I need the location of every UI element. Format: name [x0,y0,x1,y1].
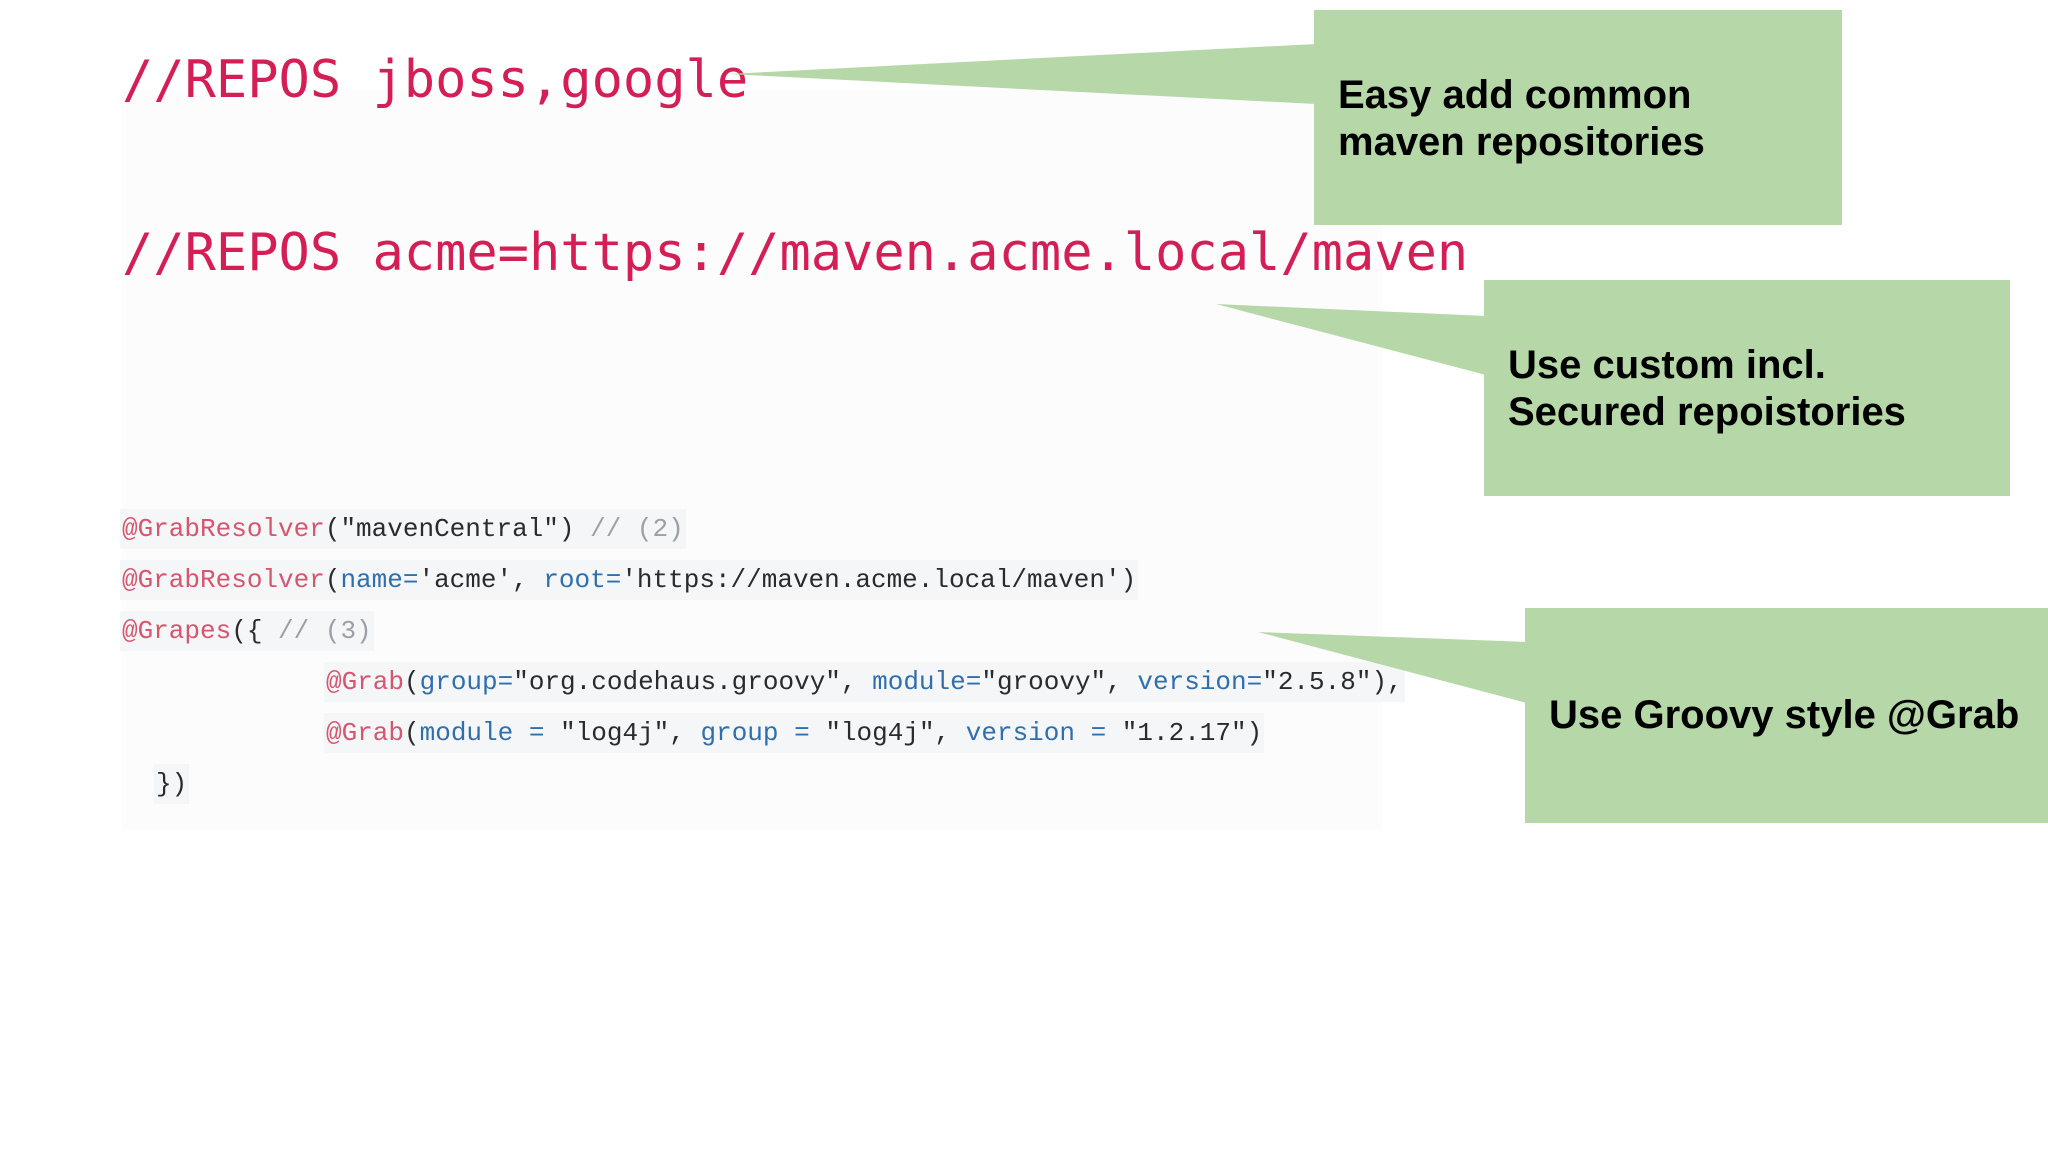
paren-token: ( [324,565,341,595]
callout-custom-repositories: Use custom incl. Secured repoistories [1484,280,2010,496]
callout-pointer-1 [728,44,1316,104]
attribute-token: group = [700,718,826,748]
callout-text-line: maven repositories [1338,120,1705,164]
string-token: "log4j" [825,718,935,748]
code-line-grabresolver-acme: @GrabResolver(name='acme', root='https:/… [120,560,1139,600]
code-line-grab-groovy: @Grab(group="org.codehaus.groovy", modul… [324,662,1405,702]
code-line-closing: }) [154,764,190,804]
string-token: 'https://maven.acme.local/maven' [621,565,1121,595]
separator-token: , [512,565,544,595]
attribute-token: group= [419,667,514,697]
comment-token: // (2) [574,514,684,544]
attribute-token: version = [965,718,1122,748]
paren-token: ({ [231,616,263,646]
paren-token: ) [558,514,575,544]
callout-pointer-3 [1258,632,1527,703]
paren-token: ) [1246,718,1263,748]
callout-groovy-grab: Use Groovy style @Grab [1525,608,2048,823]
attribute-token: root= [543,565,622,595]
string-token: "2.5.8" [1262,667,1372,697]
annotation-token: @GrabResolver [122,565,325,595]
code-line-grabresolver-central: @GrabResolver("mavenCentral") // (2) [120,509,686,549]
code-line-grapes: @Grapes({ // (3) [120,611,374,651]
separator-token: , [934,718,966,748]
callout-easy-add-repositories: Easy add common maven repositories [1314,10,1842,225]
attribute-token: module = [419,718,561,748]
paren-token: ( [404,667,420,697]
repos-line-jboss-google: //REPOS jboss,google [122,50,749,110]
attribute-token: name= [340,565,419,595]
code-background [122,90,1382,830]
paren-token: ( [404,718,420,748]
string-token: "1.2.17" [1121,718,1247,748]
callout-text-line: Easy add common [1338,73,1692,117]
annotation-token: @Grapes [122,616,232,646]
callout-pointer-2 [1216,304,1486,375]
annotation-token: @Grab [326,718,405,748]
repos-line-acme: //REPOS acme=https://maven.acme.local/ma… [122,223,1469,283]
string-token: "org.codehaus.groovy" [513,667,841,697]
attribute-token: module= [872,667,982,697]
separator-token: , [840,667,873,697]
string-token: "log4j" [560,718,670,748]
callout-text-line: Use Groovy style @Grab [1549,693,2020,737]
paren-token: ), [1371,667,1403,697]
separator-token: , [1106,667,1138,697]
annotation-token: @GrabResolver [122,514,325,544]
callout-text-line: Secured repoistories [1508,390,1906,434]
string-token: 'acme' [418,565,513,595]
paren-token: ( [324,514,341,544]
callout-text-line: Use custom incl. [1508,343,1826,387]
paren-token: ) [1120,565,1137,595]
separator-token: , [669,718,701,748]
attribute-token: version= [1137,667,1263,697]
string-token: "mavenCentral" [340,514,559,544]
code-line-grab-log4j: @Grab(module = "log4j", group = "log4j",… [324,713,1265,753]
comment-token: // (3) [262,616,372,646]
annotation-token: @Grab [326,667,405,697]
string-token: "groovy" [981,667,1107,697]
